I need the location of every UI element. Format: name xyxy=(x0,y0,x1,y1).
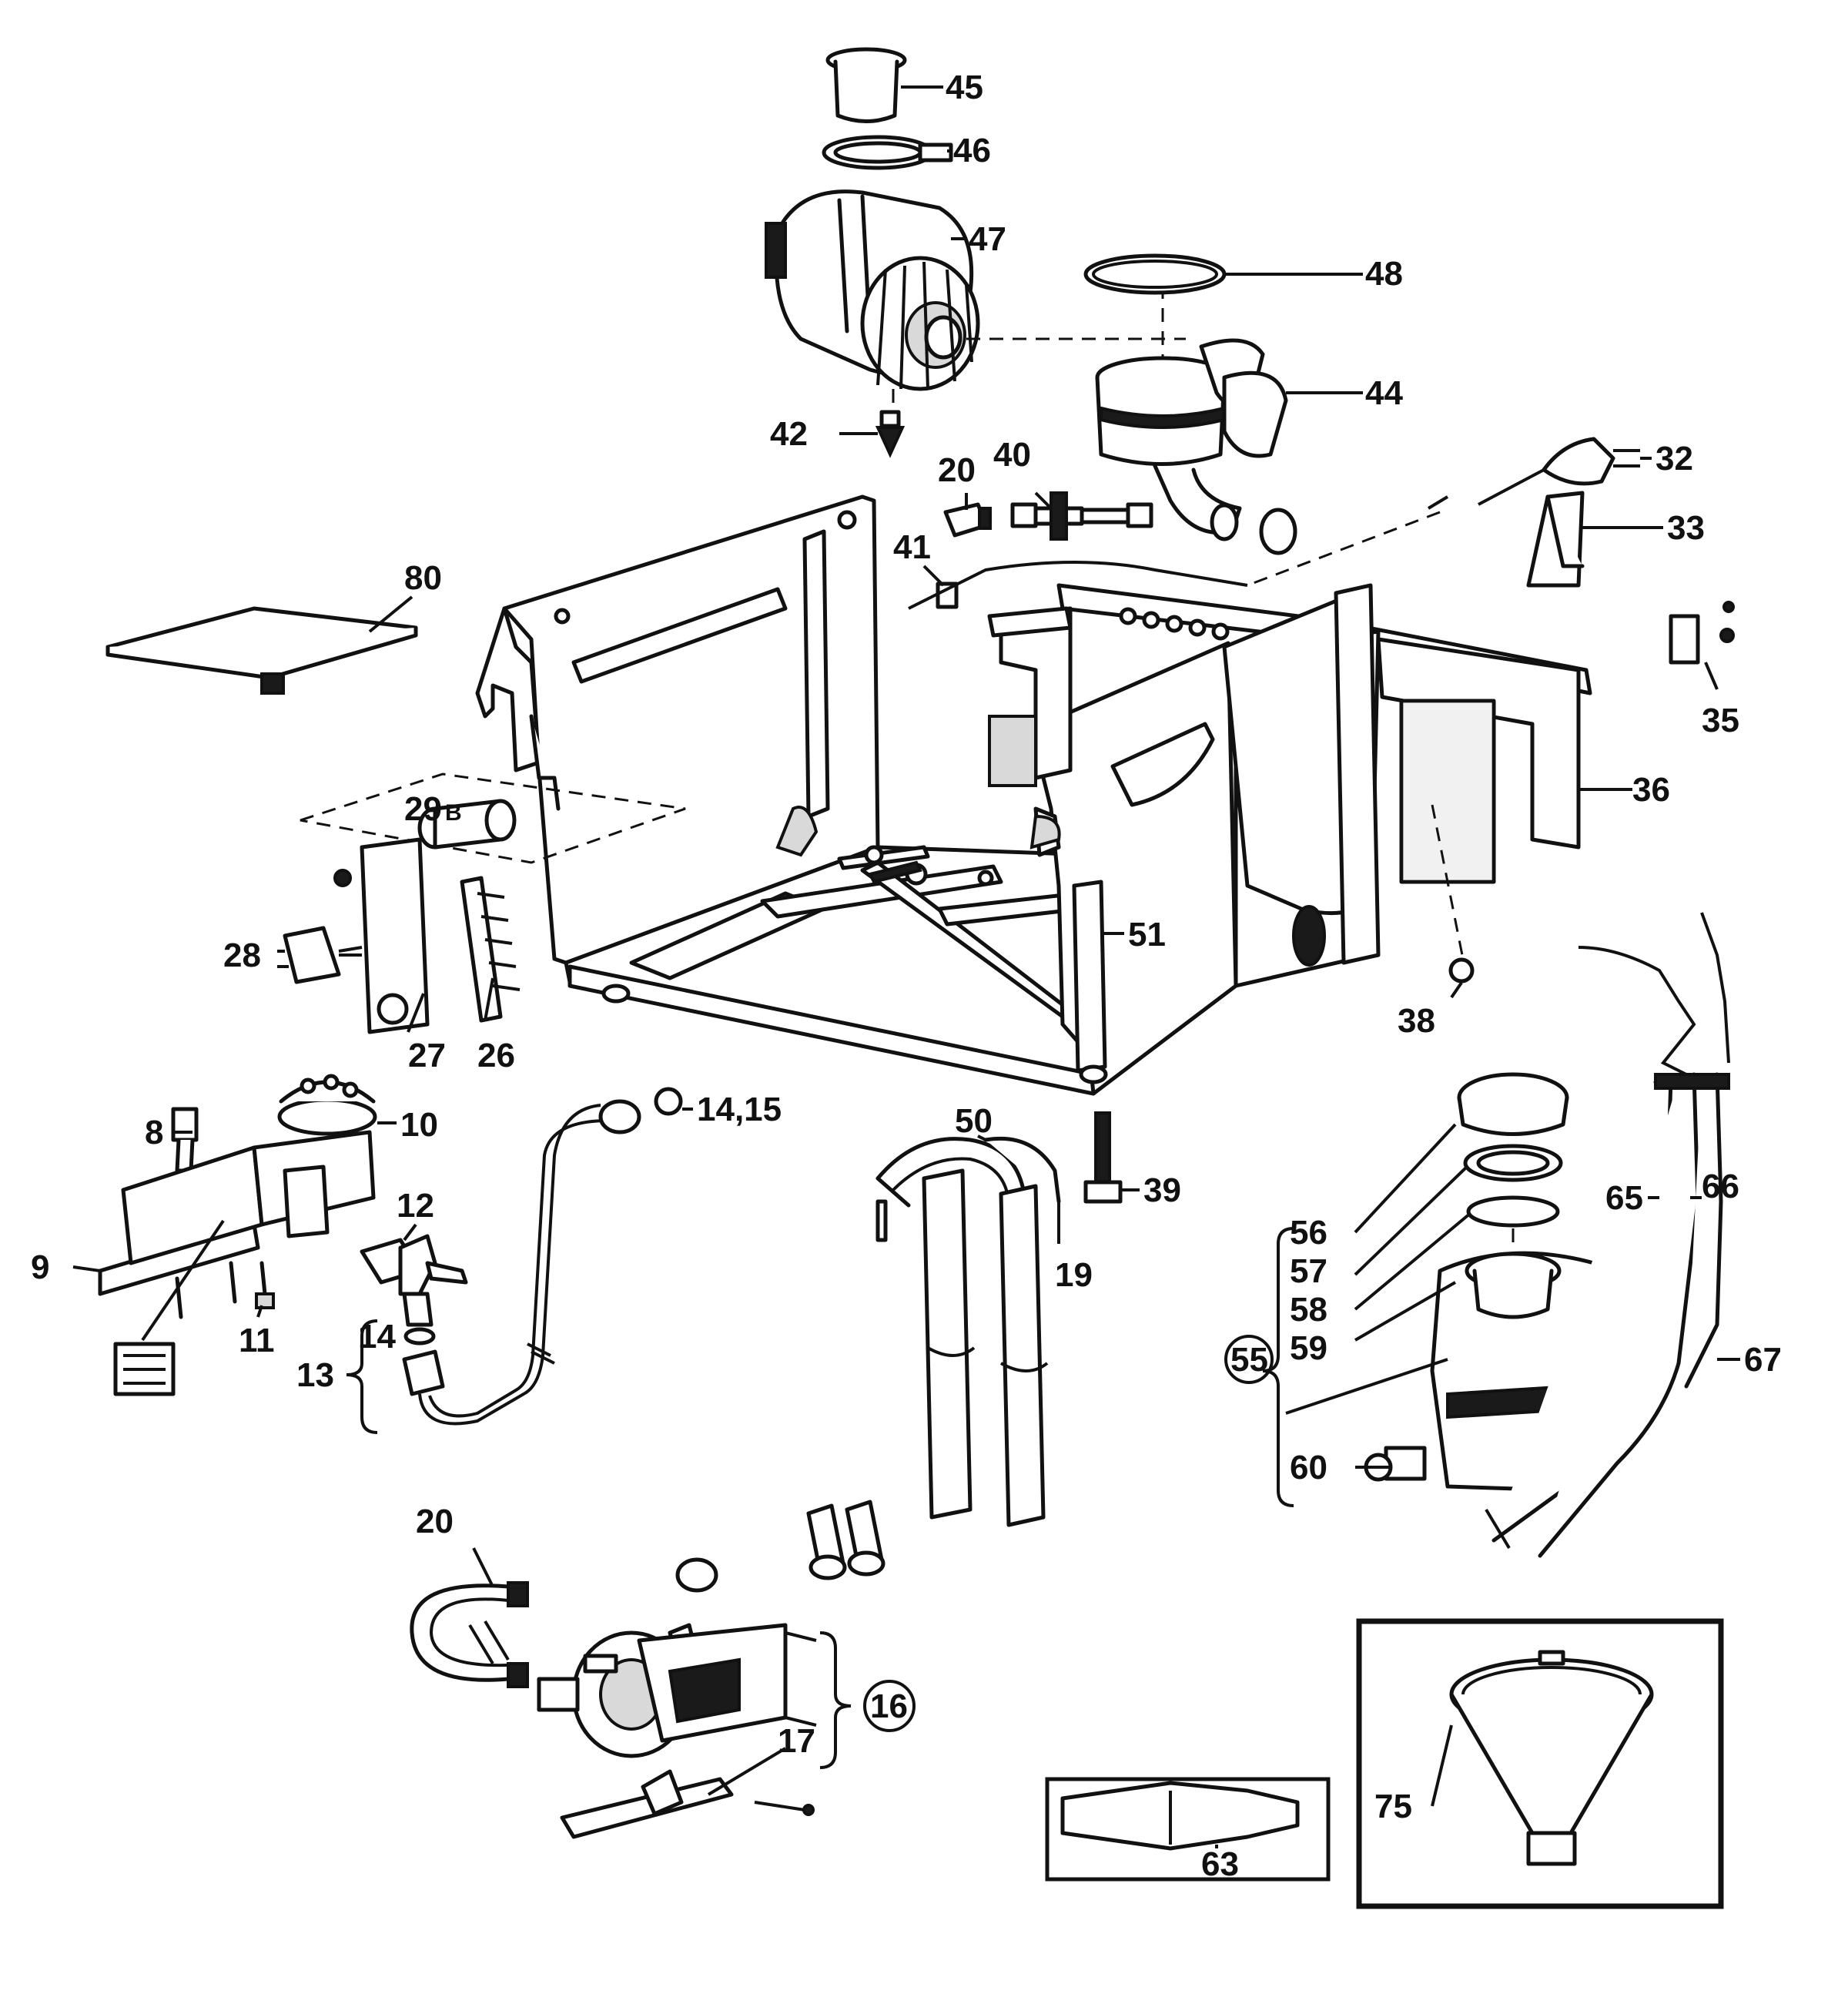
label-32: 32 xyxy=(1656,440,1693,478)
part-9-bracket xyxy=(98,1130,376,1319)
label-48: 48 xyxy=(1365,255,1403,293)
label-19: 19 xyxy=(1055,1256,1093,1294)
label-20-top: 20 xyxy=(938,451,976,489)
part-46-clamp-ring xyxy=(822,135,953,170)
label-75: 75 xyxy=(1374,1788,1412,1825)
label-20-bottom: 20 xyxy=(416,1503,454,1540)
part-41-cable-clamp xyxy=(908,561,1248,610)
label-13: 13 xyxy=(296,1356,334,1394)
part-29b-capacitor xyxy=(417,799,517,850)
label-12: 12 xyxy=(397,1187,434,1225)
label-11: 11 xyxy=(239,1322,275,1359)
label-29: 29 xyxy=(404,790,442,828)
label-60: 60 xyxy=(1290,1449,1327,1486)
part-56-cap xyxy=(1457,1072,1569,1136)
part-42-drain-cone xyxy=(875,410,906,458)
part-48-gasket xyxy=(1083,253,1227,295)
label-57: 57 xyxy=(1290,1252,1327,1290)
label-55: 55 xyxy=(1230,1341,1268,1379)
part-11-nut xyxy=(255,1292,275,1309)
part-20-bottom-u-hose xyxy=(410,1581,529,1688)
label-14: 14 xyxy=(358,1318,396,1356)
label-10: 10 xyxy=(400,1106,438,1144)
dash-component-group xyxy=(300,772,686,864)
part-39-bolt xyxy=(1083,1111,1123,1204)
leader-lines xyxy=(72,85,1740,1848)
part-75-funnel-box xyxy=(1356,1618,1724,1909)
label-28: 28 xyxy=(223,937,261,974)
label-14-15: 14,15 xyxy=(697,1091,782,1128)
label-35: 35 xyxy=(1702,702,1739,739)
part-26-terminal-strip xyxy=(460,876,521,1023)
label-27: 27 xyxy=(408,1037,446,1074)
part-65-66-67-hoses xyxy=(1485,912,1730,1558)
part-35-clip xyxy=(1669,601,1735,665)
circle-16 xyxy=(863,1680,916,1732)
label-17: 17 xyxy=(778,1722,815,1760)
part-33-bracket xyxy=(1526,491,1585,588)
label-33: 33 xyxy=(1667,509,1705,547)
label-16: 16 xyxy=(870,1687,908,1725)
part-16-drain-pump xyxy=(537,1557,788,1758)
label-9: 9 xyxy=(31,1248,49,1286)
part-58-seal xyxy=(1466,1195,1560,1228)
label-66: 66 xyxy=(1702,1168,1739,1205)
hose-clip xyxy=(1259,508,1297,555)
label-8: 8 xyxy=(145,1114,163,1151)
braces xyxy=(346,1227,1294,1769)
part-47-circulation-pump xyxy=(765,189,980,391)
label-63: 63 xyxy=(1201,1845,1239,1883)
label-47: 47 xyxy=(969,220,1006,258)
part-19-hose xyxy=(983,1136,1061,1204)
label-40: 40 xyxy=(993,436,1031,474)
label-50: 50 xyxy=(955,1102,993,1140)
label-67: 67 xyxy=(1744,1341,1782,1379)
part-45-filter-cup xyxy=(825,47,907,123)
label-41: 41 xyxy=(893,528,931,566)
label-38: 38 xyxy=(1398,1002,1435,1040)
part-57-ring xyxy=(1463,1144,1563,1182)
label-45: 45 xyxy=(946,69,983,106)
part-28-relay xyxy=(277,926,363,984)
label-44: 44 xyxy=(1365,374,1403,412)
part-14-o-ring xyxy=(403,1327,436,1346)
part-60-valve xyxy=(1364,1446,1427,1482)
part-17-bracket xyxy=(560,1769,815,1839)
part-63-bit-box xyxy=(1045,1777,1331,1882)
part-38-plug xyxy=(1431,804,1475,984)
label-36: 36 xyxy=(1632,771,1670,809)
part-8-micro-switch xyxy=(171,1107,199,1173)
label-80: 80 xyxy=(404,559,442,597)
part-14-15-washer xyxy=(654,1087,683,1116)
label-59: 59 xyxy=(1290,1329,1327,1367)
label-26: 26 xyxy=(477,1037,515,1074)
numbered-key-plate-icon xyxy=(113,1219,225,1396)
part-44-sump xyxy=(1095,338,1288,541)
part-12-fill-valve xyxy=(360,1234,468,1327)
label-58: 58 xyxy=(1290,1291,1327,1329)
cabinet-frame xyxy=(475,494,1592,1096)
part-27-board xyxy=(333,837,430,1034)
part-80-plate xyxy=(105,606,418,695)
label-29-b: B xyxy=(445,800,462,826)
circle-55 xyxy=(1224,1335,1274,1384)
label-65: 65 xyxy=(1605,1179,1643,1217)
label-42: 42 xyxy=(770,415,808,453)
label-51: 51 xyxy=(1128,916,1166,953)
part-32-power-plug xyxy=(1247,437,1640,587)
part-50-drain-hose xyxy=(806,1137,1049,1580)
callout-labels: 45 46 47 48 44 42 40 20 32 33 41 80 35 3… xyxy=(31,69,1782,1883)
part-13-inlet-hose xyxy=(402,1099,641,1426)
part-10-pressure-switch xyxy=(277,1074,377,1136)
label-56: 56 xyxy=(1290,1214,1327,1252)
part-40-valve xyxy=(1010,491,1153,541)
label-39: 39 xyxy=(1143,1171,1181,1209)
label-46: 46 xyxy=(953,132,991,169)
